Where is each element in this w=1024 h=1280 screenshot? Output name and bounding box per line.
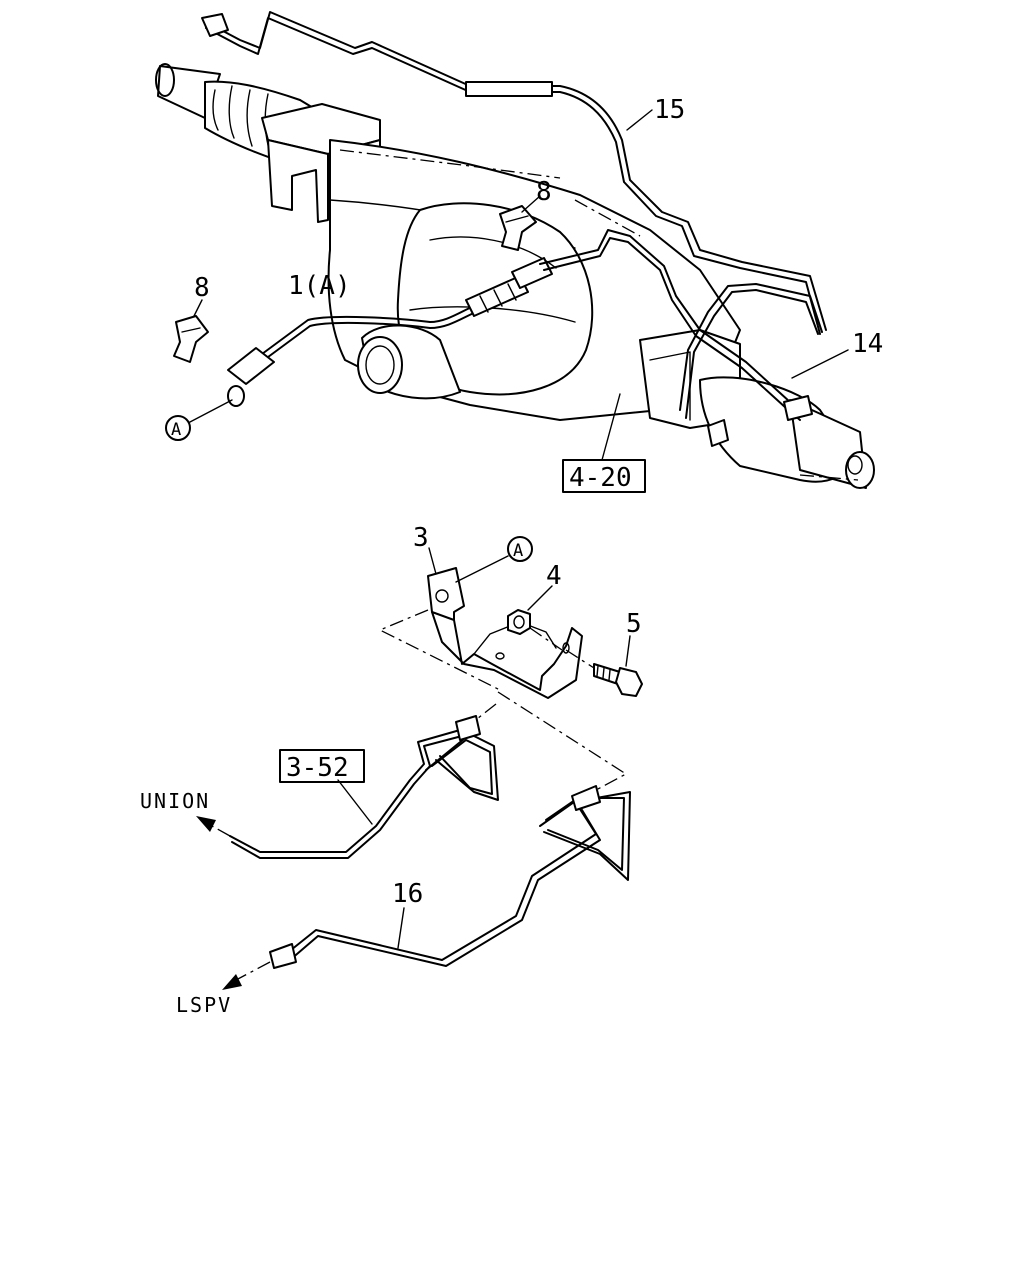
ref-box-3-52-text: 3-52 (286, 753, 349, 783)
brake-pipe-3-52 (229, 715, 499, 859)
union-direction-arrow: UNION (140, 789, 231, 837)
bracket-chain-line-left (378, 609, 501, 691)
label-1a: 1(A) (288, 271, 351, 301)
brake-pipe-15 (201, 11, 827, 335)
bracket-chain-line-right (497, 691, 628, 791)
nut-4: 4 (507, 561, 563, 651)
ref-a-upper: A (165, 399, 233, 441)
label-15: 15 (626, 95, 685, 131)
brake-hose-1a (227, 257, 553, 407)
hose-1a-number: 1(A) (288, 271, 351, 301)
clip-8-left: 8 (173, 273, 210, 363)
pipe-16-number: 16 (392, 879, 423, 909)
ref-box-3-52[interactable]: 3-52 (279, 749, 373, 825)
pipe-14-number: 14 (852, 329, 883, 359)
label-14: 14 (791, 329, 883, 379)
ref-box-4-20-text: 4-20 (569, 463, 632, 493)
lspv-direction-arrow: LSPV (176, 961, 271, 1017)
clip-8-upper-number: 8 (536, 177, 552, 207)
bolt-5: 5 (565, 609, 643, 697)
pipe-15-number: 15 (654, 95, 685, 125)
clip-8-left-number: 8 (194, 273, 210, 303)
nut-4-number: 4 (546, 561, 562, 591)
brake-pipe-14 (539, 229, 823, 447)
lspv-label: LSPV (176, 993, 232, 1017)
ref-a-lower: A (455, 536, 533, 583)
bolt-5-number: 5 (626, 609, 642, 639)
union-label: UNION (140, 789, 210, 813)
ref-a-lower-letter: A (513, 541, 523, 561)
ref-box-4-20[interactable]: 4-20 (562, 393, 646, 493)
bracket-3: 3 (413, 523, 583, 699)
ref-a-upper-letter: A (171, 420, 181, 440)
clip-8-upper: 8 (499, 177, 552, 251)
bracket-3-number: 3 (413, 523, 429, 553)
brake-pipe-16: 16 (269, 785, 631, 969)
